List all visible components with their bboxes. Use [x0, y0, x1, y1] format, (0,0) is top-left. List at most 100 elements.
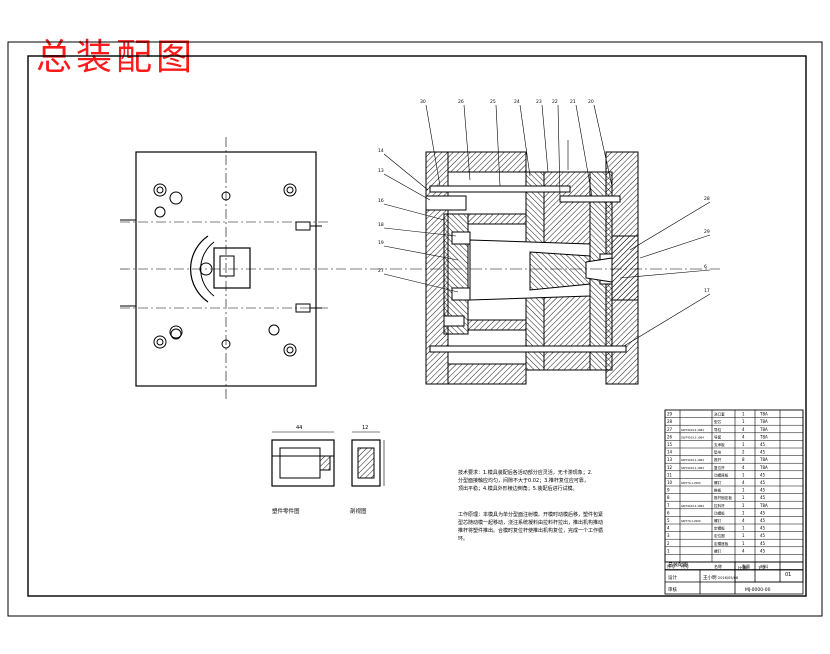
tb-date: 2016/05/08 — [718, 576, 738, 580]
note-principle: 环。 — [458, 536, 468, 542]
note-principle: 工作原理：本模具为单分型面注射模。开模时动模后移，塑件包紧 — [458, 511, 603, 518]
bom-cell: 导套 — [714, 434, 722, 439]
balloon-label: 25 — [490, 99, 496, 105]
balloon-label: 20 — [588, 99, 594, 105]
bom-cell: 定位圈 — [714, 533, 725, 538]
tb-checked-label: 审核 — [668, 586, 677, 593]
bom-cell: GB/T4169.2-1984 — [681, 428, 704, 432]
bom-cell: GB/T70.1-2000 — [681, 519, 701, 523]
bom-cell: GB/T4169.1-1984 — [681, 458, 704, 462]
leader-line — [383, 227, 457, 237]
bom-cell: 复位杆 — [714, 465, 725, 470]
part-drawing — [271, 431, 385, 487]
bom-cell: T8A — [759, 503, 768, 508]
bom-cell: 螺钉 — [714, 548, 722, 553]
bom-cell: 45 — [760, 442, 766, 447]
bom-cell: 2 — [742, 450, 745, 455]
bom-cell: 定模板 — [714, 526, 725, 531]
bom-cell: 2 — [667, 541, 670, 546]
bom-cell: 4 — [742, 548, 745, 553]
bom-header-cell: 材料 — [760, 563, 768, 569]
balloon-label: 13 — [378, 168, 384, 174]
title-block — [664, 561, 804, 595]
bom-cell: 3 — [667, 533, 670, 538]
tb-scale-label: 比例 — [738, 565, 747, 572]
leader-line — [575, 104, 593, 197]
leader-line — [495, 104, 501, 187]
bom-cell: 29 — [667, 412, 673, 417]
bom-cell: 45 — [760, 526, 766, 531]
bom-cell: 15 — [667, 442, 673, 447]
bom-cell: T8A — [759, 412, 768, 417]
tb-drawing-no: MJ-0000-00 — [745, 587, 771, 593]
bom-cell: GB/T4169.1-1984 — [681, 466, 704, 470]
top-view — [120, 137, 348, 400]
note-requirements: 分型面接触应均匀，间隙不大于0.02；3.推杆复位应可靠， — [458, 477, 589, 484]
tb-designer: 王小明 — [703, 574, 717, 581]
balloon-label: 16 — [378, 198, 384, 204]
bom-cell: 45 — [760, 518, 766, 523]
bom-cell: 定模座板 — [714, 541, 729, 546]
bom-cell: 4 — [742, 480, 745, 485]
bom-cell: 45 — [760, 480, 766, 485]
bom-cell: 推杆固定板 — [714, 495, 732, 500]
bom-cell: T8A — [759, 465, 768, 470]
bom-cell: 支承板 — [714, 442, 725, 447]
leader-line — [463, 104, 471, 181]
bom-cell: GB/T4169.4-1984 — [681, 504, 704, 508]
leader-line — [383, 203, 445, 221]
bom-cell: 45 — [760, 472, 766, 477]
drawing-title: 总装配图 — [36, 37, 197, 78]
leader-line — [639, 234, 711, 259]
bom-cell: 1 — [742, 488, 745, 493]
balloon-label: 18 — [378, 222, 384, 228]
bom-cell: 型芯 — [714, 419, 722, 424]
bom-cell: 拉料杆 — [714, 503, 725, 508]
leader-line — [383, 273, 459, 293]
bom-cell: 1 — [742, 526, 745, 531]
bom-cell: 动模板 — [714, 510, 725, 515]
bom-cell: 垫块 — [714, 450, 722, 455]
balloon-label: 29 — [704, 229, 710, 235]
bom-cell: 13 — [667, 457, 673, 462]
bom-cell: 1 — [742, 541, 745, 546]
leader-line — [425, 104, 441, 187]
bom-cell: T8A — [759, 434, 768, 439]
leader-line — [383, 245, 459, 261]
leader-line — [557, 104, 561, 197]
bom-cell: 45 — [760, 548, 766, 553]
inner-border — [27, 55, 807, 597]
bom-cell: 45 — [760, 495, 766, 500]
bom-cell: T8A — [759, 427, 768, 432]
leader-line — [519, 104, 531, 177]
bom-cell: 4 — [667, 526, 670, 531]
balloon-label: 26 — [458, 99, 464, 105]
bom-cell: 45 — [760, 541, 766, 546]
bom-cell: 1 — [742, 510, 745, 515]
bom-cell: 8 — [667, 495, 670, 500]
bom-cell: 动模座板 — [714, 472, 729, 477]
bom-cell: 10 — [667, 480, 673, 485]
bom-cell: T8A — [759, 419, 768, 424]
balloon-label: 22 — [552, 99, 558, 105]
bom-cell: 6 — [667, 510, 670, 515]
leader-line — [619, 269, 711, 279]
bom-cell: 12 — [667, 465, 673, 470]
bom-header-cell: 序号 — [667, 563, 675, 569]
leader-line — [383, 153, 429, 191]
balloon-label: 19 — [378, 240, 384, 246]
bom-cell: 11 — [667, 472, 673, 477]
section-view — [350, 140, 720, 385]
bom-cell: 螺钉 — [714, 518, 722, 523]
bom-cell: 7 — [667, 503, 670, 508]
balloon-label: 21 — [570, 99, 576, 105]
part-caption-a: 塑件零件图 — [272, 507, 300, 515]
bom-cell: 推杆 — [714, 457, 722, 462]
note-principle: 推杆将塑件推出。合模时复位杆使推出机构复位，完成一个工作循 — [458, 527, 603, 534]
bom-header-cell: 数量 — [742, 563, 750, 569]
balloon-label: 23 — [536, 99, 542, 105]
note-requirements: 顶出平稳；4.模具外形棱边倒角；5.装配后进行试模。 — [458, 485, 578, 492]
bom-cell: 4 — [742, 465, 745, 470]
bom-cell: 推板 — [714, 488, 722, 493]
